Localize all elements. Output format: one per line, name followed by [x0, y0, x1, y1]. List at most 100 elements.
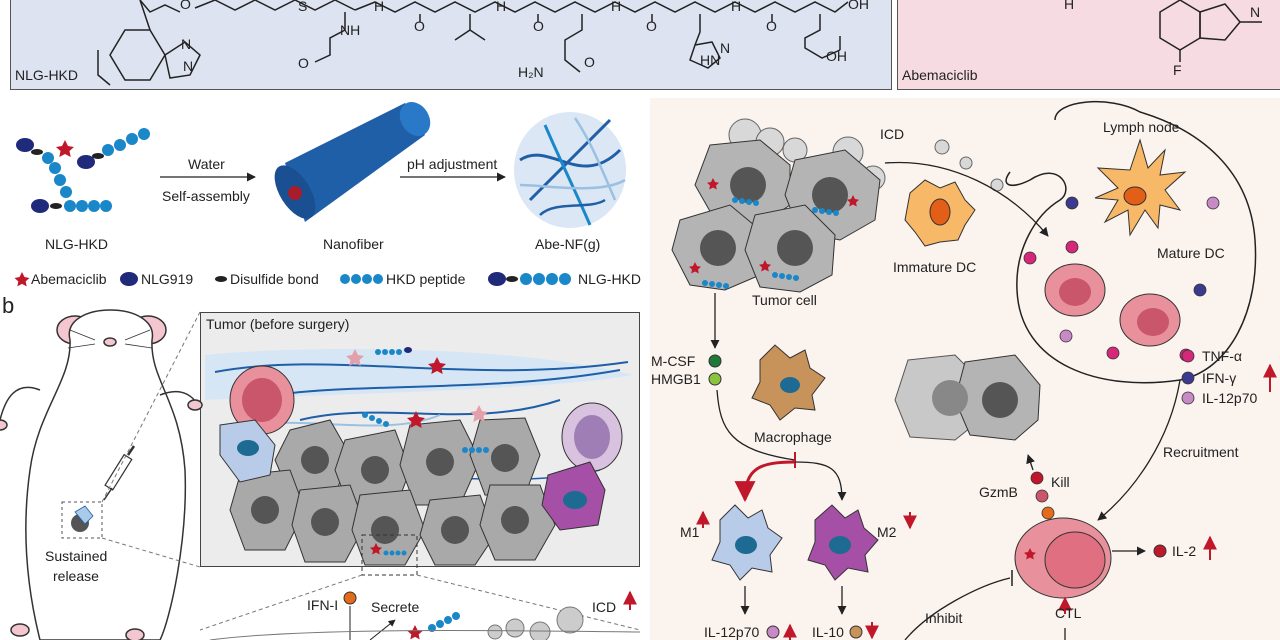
atom-s: S — [298, 0, 308, 14]
m2-label: M2 — [877, 524, 897, 540]
legend-disulfide: Disulfide bond — [230, 271, 319, 287]
ctl-label: CTL — [1055, 605, 1082, 621]
abemaciclib-structure-panel — [897, 0, 1280, 90]
atom-hn: HN — [700, 52, 721, 68]
il2-label: IL-2 — [1172, 543, 1197, 559]
atom-o-e: O — [298, 55, 309, 71]
injection-site-box — [61, 501, 103, 539]
atom-oh: OH — [848, 0, 869, 12]
panel-b-letter: b — [2, 293, 15, 318]
cytokine-legend-dots — [1181, 349, 1195, 405]
ph-adjust-label: pH adjustment — [407, 156, 498, 172]
atom-nh: NH — [340, 22, 361, 38]
il10-label: IL-10 — [812, 624, 844, 640]
nanofiber-label: Nanofiber — [323, 236, 384, 252]
mouse-illustration — [0, 309, 203, 640]
icd-bottom-label: ICD — [592, 599, 617, 615]
ctl-cell — [1014, 517, 1112, 599]
arrow-icd — [884, 161, 1049, 237]
atom-o-d: O — [766, 18, 777, 34]
atom-h-d: H — [731, 0, 742, 14]
lymph-node-outline — [1005, 101, 1257, 384]
gzmb-label: GzmB — [979, 484, 1018, 500]
atom-h-abe: H — [1064, 0, 1075, 12]
atom-o-a: O — [414, 18, 425, 34]
abemaciclib-skeleton — [1159, 0, 1262, 62]
self-assembly-label: Self-assembly — [162, 188, 250, 204]
il2-dot — [1153, 544, 1167, 558]
immature-dc-label: Immature DC — [893, 259, 977, 275]
legend-nlg-hkd: NLG-HKD — [578, 271, 642, 287]
m1-macrophage — [711, 504, 783, 581]
atom-n-ring: N — [183, 58, 194, 74]
nlg-hkd-label: NLG-HKD — [45, 236, 109, 252]
atom-oh-2: OH — [826, 48, 847, 64]
atom-f: F — [1173, 62, 1182, 78]
legend-nlg919: NLG919 — [141, 271, 194, 287]
syringe-icon — [103, 445, 136, 501]
atom-h-c: H — [611, 0, 622, 14]
grey-cells-middle — [894, 354, 1041, 441]
tumor-cells-b — [219, 365, 623, 566]
atom-n-imid: N — [720, 40, 731, 56]
legend-tnf: TNF-α — [1202, 348, 1242, 364]
atom-o-b: O — [533, 18, 544, 34]
inhibit-line — [904, 577, 1011, 640]
tumor-drugs-b — [346, 347, 489, 453]
m1-branch — [734, 460, 796, 503]
macrophage — [751, 344, 826, 421]
hmgb1-dot — [708, 372, 722, 386]
icd-label: ICD — [880, 126, 905, 142]
icd-particles — [934, 139, 1004, 192]
mcsf-label: M-CSF — [651, 353, 696, 369]
tumor-cluster — [671, 118, 886, 293]
tumor-cell-label: Tumor cell — [752, 292, 817, 308]
atom-o-c: O — [646, 18, 657, 34]
arrow-recruitment — [1097, 379, 1181, 521]
m2-macrophage — [807, 504, 879, 581]
il12-bottom-label: IL-12p70 — [704, 624, 760, 640]
mature-dc-label: Mature DC — [1157, 245, 1225, 261]
release-label: release — [53, 568, 99, 584]
abe-nf-label: Abe-NF(g) — [535, 236, 601, 252]
nanofiber-cylinder — [274, 102, 431, 222]
lymph-node-cells — [1044, 263, 1181, 347]
nlg-hkd-monomers — [16, 128, 150, 213]
mcsf-dot — [708, 354, 722, 368]
legend-hkd: HKD peptide — [386, 271, 466, 287]
immature-dc — [904, 179, 976, 247]
atom-n-ring-b: N — [181, 36, 192, 52]
atom-h2n: H₂N — [518, 64, 544, 80]
macrophage-label: Macrophage — [754, 429, 832, 445]
mature-dc — [1094, 138, 1187, 237]
legend-icons-a — [14, 272, 571, 287]
m2-branch — [794, 461, 847, 501]
secrete-label: Secrete — [371, 599, 420, 615]
atom-n-abe: N — [1250, 4, 1261, 20]
lymph-node-label: Lymph node — [1103, 119, 1180, 135]
sustained-label: Sustained — [45, 548, 108, 564]
water-label: Water — [188, 156, 225, 172]
tumor-title: Tumor (before surgery) — [206, 316, 350, 332]
nlg-hkd-skeleton — [97, 0, 849, 86]
atom-h-b: H — [496, 0, 507, 14]
legend-il12: IL-12p70 — [1202, 390, 1258, 406]
abemaciclib-star-a — [56, 140, 74, 157]
hmgb1-label: HMGB1 — [651, 371, 701, 387]
nlg-hkd-structure-panel — [10, 0, 892, 90]
hydrogel-sphere — [514, 112, 626, 228]
recruitment-label: Recruitment — [1163, 444, 1239, 460]
ifn1-dot — [343, 591, 357, 605]
gzmb-granules — [1030, 471, 1055, 520]
legend-abemaciclib: Abemaciclib — [31, 271, 107, 287]
kill-label: Kill — [1051, 474, 1070, 490]
ifn1-label: IFN-I — [307, 597, 339, 613]
nlg-hkd-structure-label: NLG-HKD — [15, 67, 79, 83]
legend-ifng: IFN-γ — [1202, 370, 1237, 386]
atom-o: O — [180, 0, 191, 12]
m1-label: M1 — [680, 524, 700, 540]
abemaciclib-structure-label: Abemaciclib — [902, 67, 978, 83]
atom-h: H — [374, 0, 385, 14]
atom-o-f: O — [584, 54, 595, 70]
zoom-box — [361, 534, 418, 576]
